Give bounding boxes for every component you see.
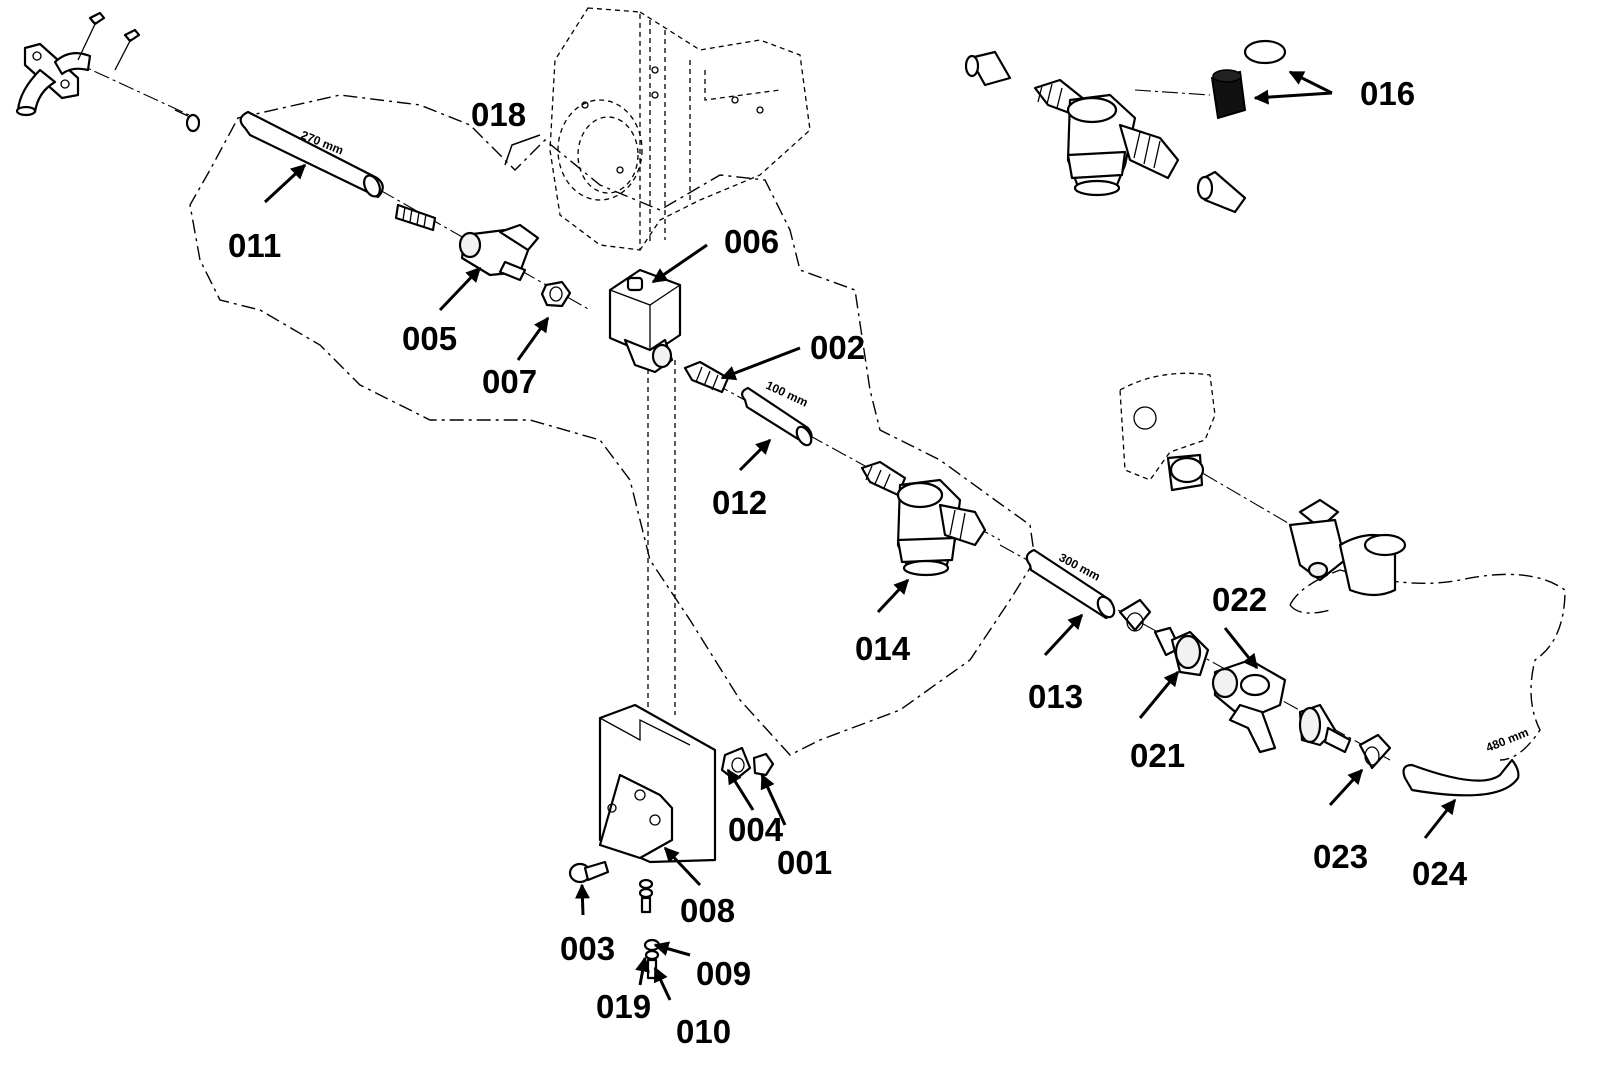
label-007: 007 <box>482 363 537 400</box>
label-019: 019 <box>596 988 651 1025</box>
hose-013: 300 mm <box>1025 548 1116 620</box>
strainer-detail-016 <box>964 39 1287 214</box>
outlet-dashed-outline-lower <box>1289 604 1331 614</box>
coupling-023 <box>1298 703 1392 770</box>
label-022: 022 <box>1212 581 1267 618</box>
outlet-dashed-outline <box>1289 569 1566 761</box>
filter-014 <box>860 460 987 577</box>
coupling-021 <box>1153 626 1210 677</box>
label-001: 001 <box>777 844 832 881</box>
machine-frame-outline <box>549 7 811 715</box>
label-005: 005 <box>402 320 457 357</box>
solenoid-valve-006 <box>608 268 682 374</box>
valve-005 <box>458 223 540 282</box>
leader-arrows <box>263 70 1457 1001</box>
label-009: 009 <box>696 955 751 992</box>
label-013: 013 <box>1028 678 1083 715</box>
label-018: 018 <box>471 96 526 133</box>
nipple-fitting <box>394 203 437 232</box>
bracket-008 <box>598 703 717 864</box>
label-014: 014 <box>855 630 911 667</box>
label-011: 011 <box>228 227 281 264</box>
hose-011: 270 mm <box>239 110 384 199</box>
label-010: 010 <box>676 1013 731 1050</box>
label-008: 008 <box>680 892 735 929</box>
outlet-machine-detail <box>1119 372 1407 597</box>
hose-clamp <box>1118 598 1152 632</box>
label-024: 024 <box>1412 855 1468 892</box>
label-016: 016 <box>1360 75 1415 112</box>
stopcock-022 <box>1211 658 1287 754</box>
label-023: 023 <box>1313 838 1368 875</box>
part-labels: 011 018 005 007 006 002 012 014 013 021 … <box>228 75 1468 1050</box>
nipple-002 <box>683 360 730 394</box>
label-003: 003 <box>560 930 615 967</box>
nut-001 <box>752 752 775 777</box>
hose-012: 100 mm <box>741 378 813 447</box>
assembly-zone-018-outline <box>189 94 1036 756</box>
p-clip-004 <box>720 746 752 782</box>
label-004: 004 <box>728 811 784 848</box>
label-021: 021 <box>1130 737 1185 774</box>
screw-003 <box>568 860 610 884</box>
label-006: 006 <box>724 223 779 260</box>
leader-018 <box>504 134 541 166</box>
inlet-elbow-fitting <box>15 11 201 133</box>
label-002: 002 <box>810 329 865 366</box>
label-012: 012 <box>712 484 767 521</box>
nut-007 <box>540 280 572 308</box>
hose-024: 480 mm <box>1402 725 1531 797</box>
